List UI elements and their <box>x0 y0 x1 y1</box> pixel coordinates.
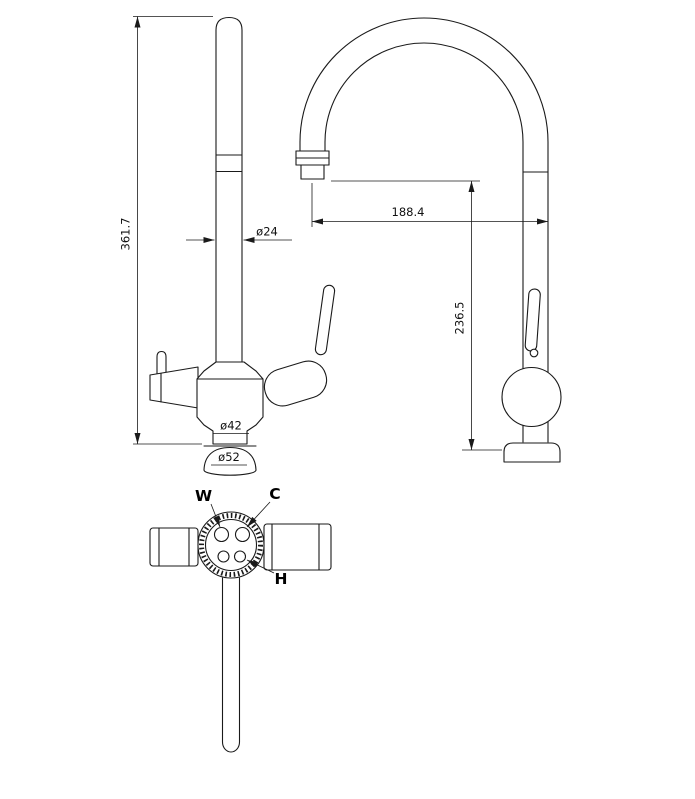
dim-base-diameter: ø52 <box>218 450 240 464</box>
down-tube-end-cap <box>221 741 241 753</box>
port-hole-w <box>213 526 230 543</box>
port-label-c: C <box>269 485 280 503</box>
port-label-w: W <box>195 487 212 505</box>
dim-spout-height: 236.5 <box>453 302 467 335</box>
body-ring-knurling <box>199 513 263 577</box>
dim-overall-height: 361.7 <box>119 218 133 251</box>
side-base-flange <box>503 442 561 463</box>
filter-lever-stick <box>156 350 167 375</box>
dim-body-diameter: ø42 <box>220 419 242 433</box>
cartridge-housing-circle <box>501 366 562 428</box>
port-hole-aux <box>217 550 230 563</box>
port-label-h: H <box>275 570 288 588</box>
bottom-left-handle <box>149 527 199 567</box>
body-ring-face <box>204 518 258 572</box>
base-dome-bottom-arc <box>203 469 257 476</box>
mixer-lever <box>314 284 336 356</box>
bottom-view: W C H <box>149 485 332 753</box>
mixer-handle-body <box>263 360 328 407</box>
front-view: 361.7 ø24 ø42 ø52 <box>119 16 336 476</box>
dim-pipe-diameter: ø24 <box>256 225 278 239</box>
base-dome <box>203 446 257 471</box>
gooseneck-outer-arc <box>299 17 549 143</box>
side-view: 188.4 236.5 <box>295 17 562 463</box>
spout-pipe <box>215 16 243 363</box>
port-hole-c <box>234 526 251 543</box>
leader-h <box>246 559 275 574</box>
leader-w <box>210 503 221 528</box>
dim-spout-reach: 188.4 <box>392 205 425 219</box>
bottom-right-handle <box>263 523 332 571</box>
port-hole-h <box>233 550 247 563</box>
lever-pin <box>529 348 539 358</box>
valve-body <box>196 361 264 445</box>
gooseneck-inner-arc <box>324 42 524 143</box>
leader-c <box>246 501 271 528</box>
side-lever <box>524 288 541 352</box>
